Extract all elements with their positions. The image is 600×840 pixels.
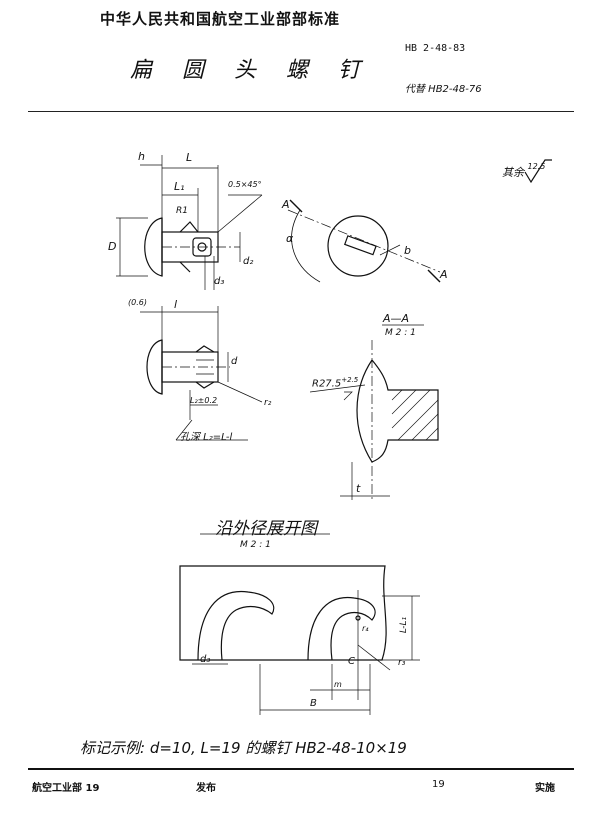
dev-dim-B: B xyxy=(310,698,317,709)
standard-code: HB 2-48-83 xyxy=(405,43,466,54)
part-name: 扁圆头螺钉 xyxy=(130,58,391,83)
dim-D: D xyxy=(108,240,117,253)
dim-L1: L₁ xyxy=(174,180,185,193)
dev-dim-c: C xyxy=(348,656,355,667)
dim-h: h xyxy=(138,150,145,163)
dev-dim-m: m xyxy=(334,680,342,689)
replaces-note: 代替 HB2-48-76 xyxy=(405,84,482,95)
header-divider xyxy=(28,111,574,112)
dim-l2: L₂±0.2 xyxy=(190,396,218,405)
dev-dim-r4: r₄ xyxy=(362,624,369,633)
dim-r2: r₂ xyxy=(264,398,272,408)
development-title: 沿外径展开图 xyxy=(215,519,317,539)
section-radius-tol: +2.5 xyxy=(341,376,359,384)
standard-org-title: 中华人民共和国航空工业部部标准 xyxy=(100,10,341,28)
dim-d: d xyxy=(231,356,238,367)
roughness-label: 其余 xyxy=(502,166,524,179)
dev-dim-r3: r₃ xyxy=(398,658,406,668)
section-AA-scale: M 2 : 1 xyxy=(385,328,416,338)
footer-year: 19 xyxy=(432,779,445,790)
section-radius-value: R27.5 xyxy=(312,378,342,390)
section-marker-A1: A xyxy=(282,198,290,211)
roughness-note: 其余 12.5 xyxy=(502,162,546,180)
footer-effective: 实施 xyxy=(535,783,555,794)
footer-published: 发布 xyxy=(196,783,216,794)
section-radius: R27.5+2.5 xyxy=(312,376,358,389)
angle-alpha: α xyxy=(286,232,294,245)
dev-dim-L-L1: L-L₁ xyxy=(399,616,410,634)
dim-t: t xyxy=(356,482,361,495)
dim-b: b xyxy=(404,244,411,257)
dim-d2: d₂ xyxy=(243,256,254,267)
dim-L: L xyxy=(186,151,193,164)
dev-dim-d3: d₃ xyxy=(200,654,211,665)
chamfer-note: 0.5×45° xyxy=(228,180,262,189)
roughness-value: 12.5 xyxy=(527,162,546,171)
dim-l: l xyxy=(174,298,178,311)
section-marker-A2: A xyxy=(440,268,448,281)
hole-depth-note: 孔深 L₂=L-l xyxy=(180,432,233,443)
footer-divider xyxy=(28,768,574,770)
section-AA-title: A—A xyxy=(383,312,410,325)
dim-d3: d₃ xyxy=(214,276,225,287)
development-scale: M 2 : 1 xyxy=(240,540,271,550)
marking-example: 标记示例: d=10, L=19 的螺钉 HB2-48-10×19 xyxy=(80,739,407,757)
dim-06: (0.6) xyxy=(128,298,147,307)
dim-R1: R1 xyxy=(176,206,188,216)
footer-issuer: 航空工业部 19 xyxy=(32,783,100,794)
